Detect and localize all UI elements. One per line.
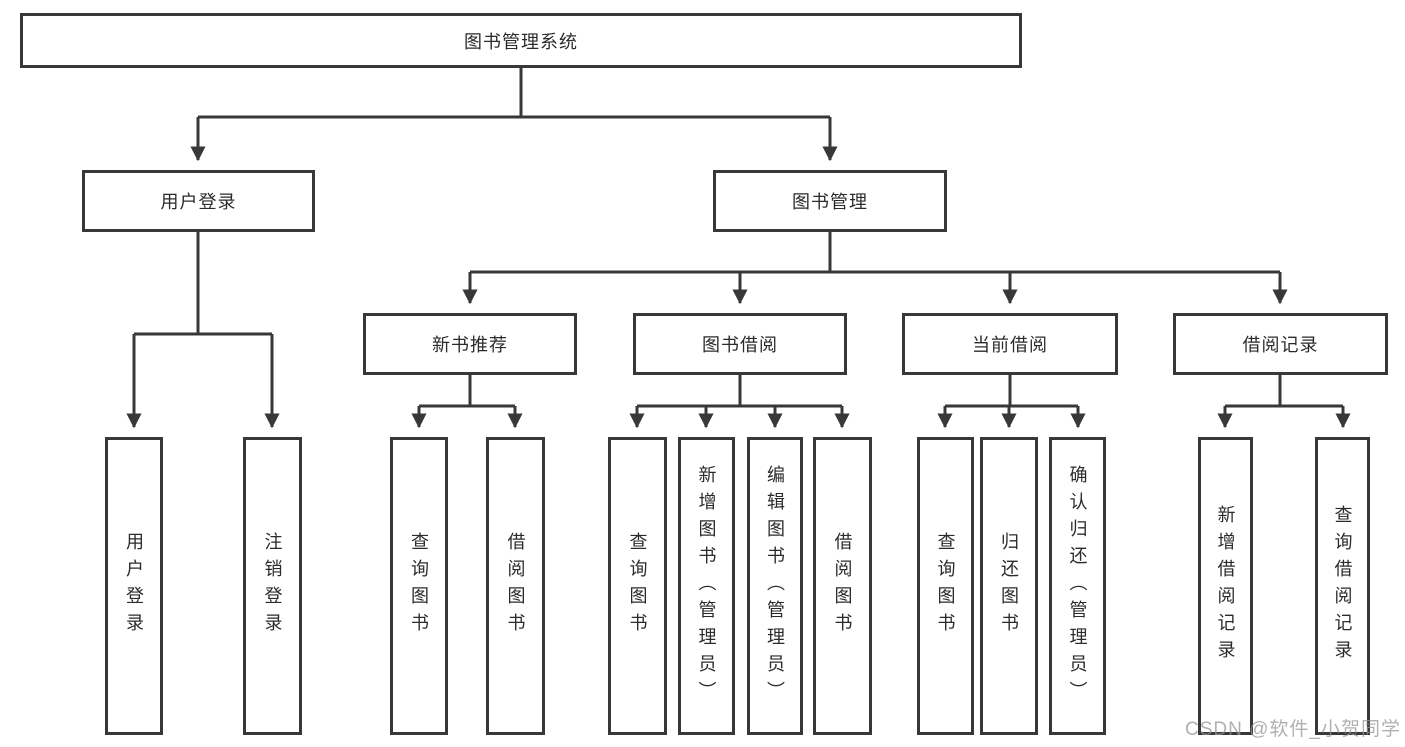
leaf-node-label: 查询图书 — [409, 532, 429, 640]
node-borrowing-records: 借阅记录 — [1173, 313, 1388, 375]
connector-new-book-recommend-to-leaves — [411, 375, 523, 429]
node-root-label: 图书管理系统 — [464, 31, 578, 52]
node-user-login: 用户登录 — [82, 170, 315, 232]
leaf-node-query-books-recommend: 查询图书 — [390, 437, 448, 735]
node-borrowing-records-label: 借阅记录 — [1242, 335, 1319, 355]
node-current-borrowing-label: 当前借阅 — [972, 335, 1048, 355]
leaf-node-label: 新增图书（管理员） — [696, 464, 717, 708]
leaf-node-label: 新增借阅记录 — [1215, 505, 1236, 667]
connector-borrowing-records-to-leaves — [1217, 375, 1351, 429]
node-book-borrowing-label: 图书借阅 — [702, 335, 778, 355]
leaf-node-label: 借阅图书 — [832, 532, 853, 640]
leaf-node-borrow-books: 借阅图书 — [813, 437, 872, 735]
leaf-node-add-books-admin: 新增图书（管理员） — [678, 437, 735, 735]
node-book-borrowing: 图书借阅 — [633, 313, 847, 375]
node-user-login-label: 用户登录 — [160, 192, 237, 212]
leaf-node-query-books-borrowing: 查询图书 — [608, 437, 667, 735]
leaf-node-label: 查询图书 — [935, 532, 956, 640]
node-root-system: 图书管理系统 — [20, 13, 1022, 68]
node-new-book-recommend-label: 新书推荐 — [432, 335, 508, 355]
connector-current-borrowing-to-leaves — [937, 375, 1086, 429]
leaf-node-label: 查询图书 — [627, 532, 648, 640]
leaf-node-edit-books-admin: 编辑图书（管理员） — [747, 437, 803, 735]
connector-book-borrowing-to-leaves — [629, 375, 850, 429]
leaf-node-label: 编辑图书（管理员） — [765, 464, 785, 708]
leaf-node-add-borrow-record: 新增借阅记录 — [1198, 437, 1253, 735]
leaf-node-label: 查询借阅记录 — [1332, 505, 1353, 667]
node-book-management-label: 图书管理 — [792, 192, 868, 212]
leaf-node-query-books-current: 查询图书 — [917, 437, 974, 735]
csdn-watermark: CSDN @软件_小贺同学 — [1185, 719, 1401, 740]
leaf-node-return-books: 归还图书 — [980, 437, 1038, 735]
leaf-node-label: 注销登录 — [262, 532, 283, 640]
leaf-node-confirm-return-admin: 确认归还（管理员） — [1049, 437, 1106, 735]
leaf-node-label: 归还图书 — [999, 532, 1019, 640]
node-book-management: 图书管理 — [713, 170, 947, 232]
connector-root-to-level2 — [190, 68, 838, 162]
leaf-node-label: 用户登录 — [124, 532, 144, 640]
leaf-node-user-login: 用户登录 — [105, 437, 163, 735]
leaf-node-logout: 注销登录 — [243, 437, 302, 735]
leaf-node-label: 借阅图书 — [505, 532, 526, 640]
node-current-borrowing: 当前借阅 — [902, 313, 1118, 375]
leaf-node-label: 确认归还（管理员） — [1067, 464, 1088, 708]
connector-book-management-to-level3 — [462, 232, 1288, 305]
node-new-book-recommend: 新书推荐 — [363, 313, 577, 375]
leaf-node-query-borrow-record: 查询借阅记录 — [1315, 437, 1370, 735]
leaf-node-borrow-books-recommend: 借阅图书 — [486, 437, 545, 735]
connector-user-login-to-leaves — [126, 232, 280, 429]
